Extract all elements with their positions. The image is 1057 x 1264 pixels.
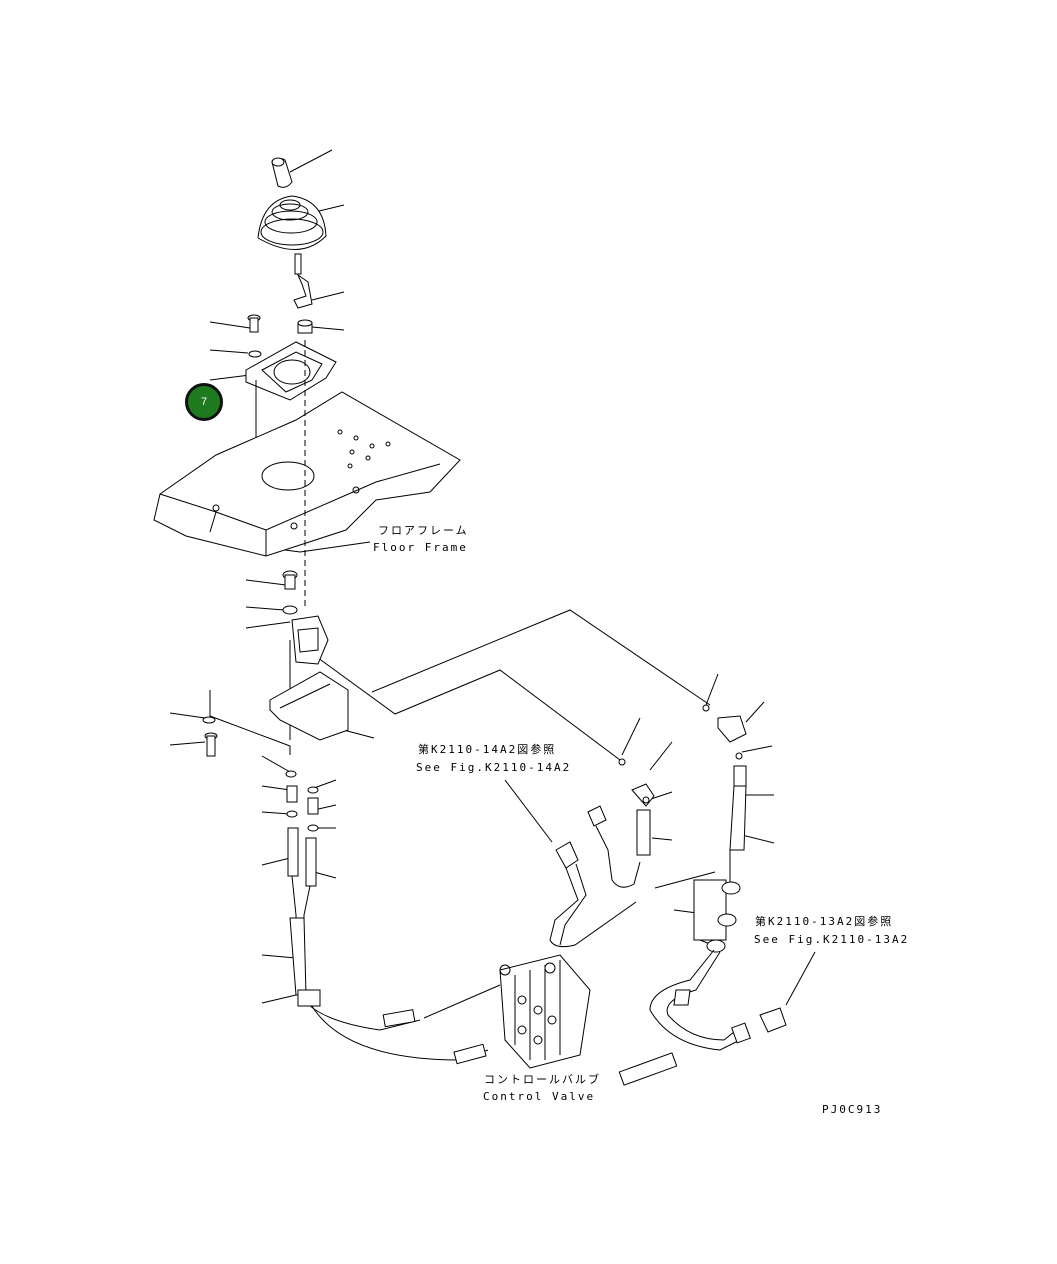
fittings-left bbox=[285, 770, 319, 887]
washer-left bbox=[202, 716, 216, 724]
bolt-lower bbox=[282, 570, 298, 590]
nut-top bbox=[297, 319, 313, 334]
ppc-valve bbox=[291, 615, 329, 665]
washer-top bbox=[248, 350, 262, 358]
floor-frame-jp-label: フロアフレーム bbox=[378, 524, 469, 537]
reference1-jp-label: 第K2110-14A2図参照 bbox=[418, 742, 556, 756]
connector-wire-2 bbox=[313, 654, 621, 761]
leader-lines bbox=[169, 149, 816, 1006]
control-valve-jp-label: コントロールバルブ bbox=[484, 1072, 601, 1086]
control-valve-en-label: Control Valve bbox=[483, 1090, 595, 1103]
callout-badge-7[interactable]: 7 bbox=[185, 383, 223, 421]
reference2-en-label: See Fig.K2110-13A2 bbox=[754, 933, 909, 946]
floor-frame bbox=[153, 391, 461, 557]
hose-center bbox=[549, 758, 716, 948]
hose-bundle-left bbox=[289, 875, 489, 1065]
hose-to-valve bbox=[423, 984, 501, 1019]
callout-number: 7 bbox=[200, 396, 208, 408]
valve-bracket bbox=[269, 671, 349, 741]
floor-frame-en-label: Floor Frame bbox=[373, 541, 468, 554]
washer-lower bbox=[282, 605, 298, 615]
control-valve bbox=[499, 954, 591, 1069]
drawing-code: PJ0C913 bbox=[822, 1103, 882, 1116]
lever-knob bbox=[271, 157, 293, 188]
mount-plate bbox=[245, 341, 337, 401]
reference2-jp-label: 第K2110-13A2図参照 bbox=[755, 914, 893, 928]
lever-shaft bbox=[293, 253, 313, 309]
reference1-en-label: See Fig.K2110-14A2 bbox=[416, 761, 571, 774]
connector-wire bbox=[371, 609, 711, 706]
bolt-top bbox=[247, 314, 261, 333]
bolt-left bbox=[204, 732, 218, 757]
bracket-leader bbox=[209, 690, 291, 755]
hose-right bbox=[618, 704, 787, 1086]
lever-boot bbox=[257, 195, 327, 250]
